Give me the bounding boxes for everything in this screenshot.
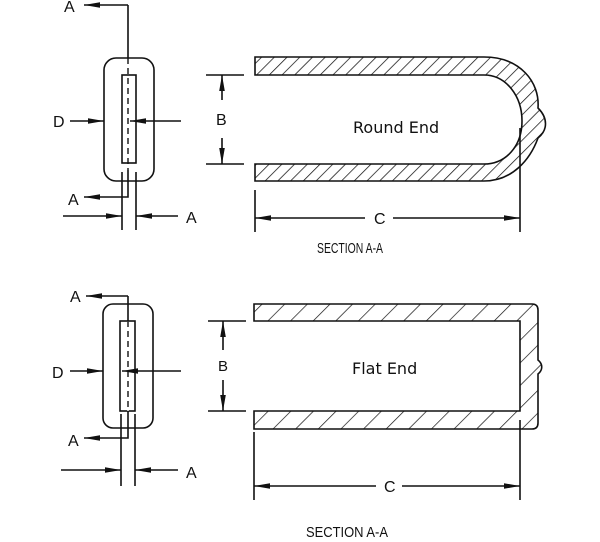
bottom-label-a-right: A bbox=[186, 465, 197, 482]
top-section-round-end bbox=[206, 56, 547, 232]
round-end-wall bbox=[254, 56, 547, 182]
top-label-a-right: A bbox=[186, 210, 197, 227]
top-label-a-bottom: A bbox=[68, 192, 79, 209]
bottom-label-b: B bbox=[218, 358, 228, 375]
top-inner-slot bbox=[121, 74, 137, 164]
flat-end-wall bbox=[253, 303, 543, 430]
top-label-d: D bbox=[53, 114, 65, 131]
top-label-c: C bbox=[374, 211, 386, 228]
top-outer-profile bbox=[103, 57, 155, 182]
bottom-label-c: C bbox=[384, 479, 396, 496]
top-label-a-top: A bbox=[64, 0, 75, 16]
bottom-end-view bbox=[61, 293, 181, 486]
flat-end-label: Flat End bbox=[352, 359, 417, 378]
bottom-label-a-bottom: A bbox=[68, 433, 79, 450]
top-label-b: B bbox=[216, 112, 227, 129]
top-end-view bbox=[63, 2, 181, 230]
bottom-section-title: SECTION A-A bbox=[306, 524, 388, 541]
bottom-section-flat-end bbox=[208, 303, 543, 500]
round-end-label: Round End bbox=[353, 118, 439, 137]
bottom-label-d: D bbox=[52, 365, 64, 382]
bottom-label-a-top: A bbox=[70, 289, 81, 306]
top-section-title: SECTION A-A bbox=[317, 240, 383, 257]
